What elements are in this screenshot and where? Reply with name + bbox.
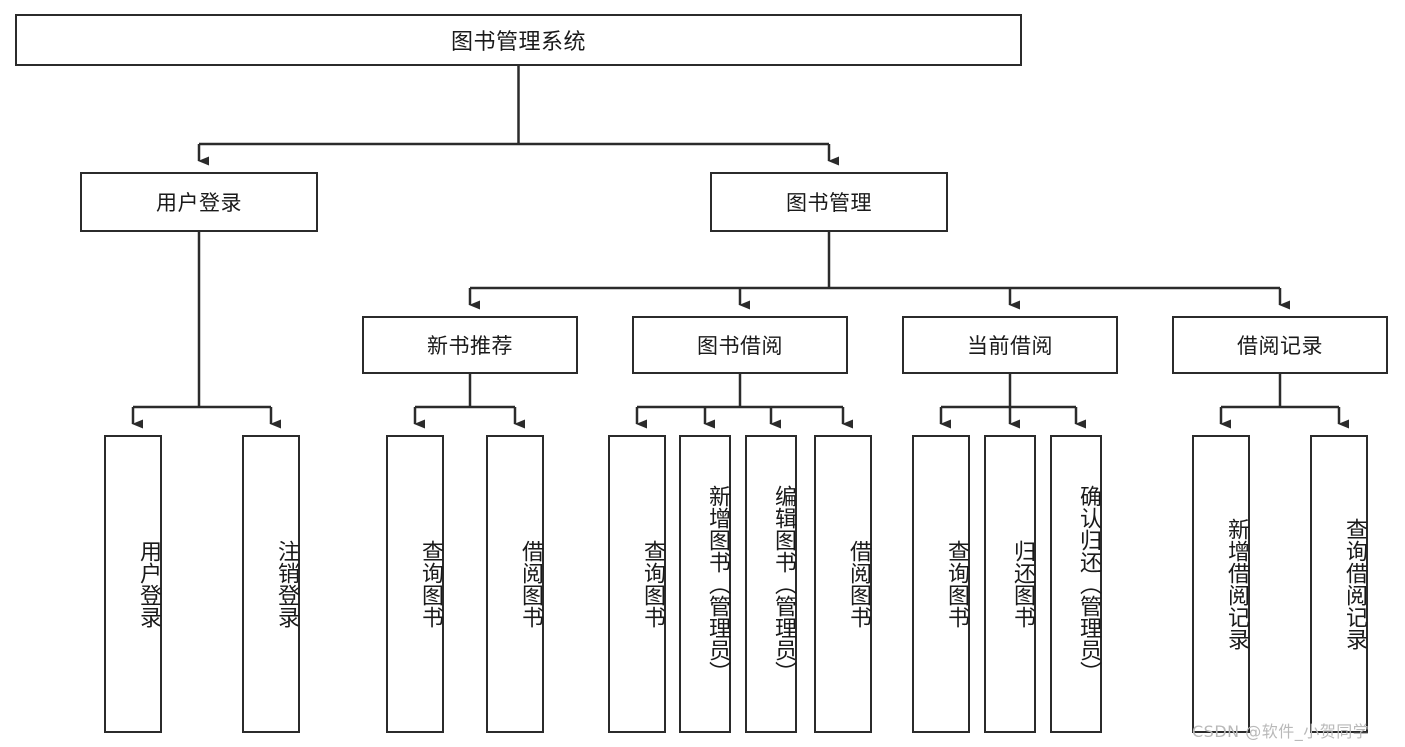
node-label: 借阅图书 [846,540,871,628]
node-label: 新书推荐 [427,334,513,358]
node-label: 确认归还（管理员） [1076,485,1101,683]
node-label: 注销登录 [274,540,299,628]
node-label: 查询图书 [944,540,969,628]
node-leaf-add-book[interactable]: 新增图书（管理员） [679,435,731,733]
node-label: 当前借阅 [967,334,1053,358]
node-new-book-rec[interactable]: 新书推荐 [362,316,578,374]
node-label: 借阅图书 [518,540,543,628]
node-label: 用户登录 [156,191,242,215]
node-leaf-query-book-cur[interactable]: 查询图书 [912,435,970,733]
node-label: 查询图书 [640,540,665,628]
node-leaf-borrow-book-rec[interactable]: 借阅图书 [486,435,544,733]
node-label: 新增图书（管理员） [705,485,730,683]
node-leaf-user-logout[interactable]: 注销登录 [242,435,300,733]
node-label: 图书管理系统 [450,30,586,55]
node-root[interactable]: 图书管理系统 [15,14,1022,66]
node-user-login[interactable]: 用户登录 [80,172,318,232]
node-leaf-add-record[interactable]: 新增借阅记录 [1192,435,1250,733]
node-label: 图书借阅 [697,334,783,358]
node-current-borrow[interactable]: 当前借阅 [902,316,1118,374]
node-label: 借阅记录 [1237,334,1323,358]
node-leaf-query-record[interactable]: 查询借阅记录 [1310,435,1368,733]
csdn-watermark: CSDN @软件_小贺同学 [1192,722,1370,741]
node-label: 归还图书 [1010,540,1035,628]
node-label: 图书管理 [786,191,872,215]
node-label: 新增借阅记录 [1224,518,1249,650]
node-leaf-edit-book[interactable]: 编辑图书（管理员） [745,435,797,733]
node-leaf-return-book[interactable]: 归还图书 [984,435,1036,733]
node-leaf-confirm-return[interactable]: 确认归还（管理员） [1050,435,1102,733]
node-label: 查询借阅记录 [1342,518,1367,650]
node-leaf-query-book-rec[interactable]: 查询图书 [386,435,444,733]
node-book-manage[interactable]: 图书管理 [710,172,948,232]
node-leaf-borrow-book[interactable]: 借阅图书 [814,435,872,733]
node-label: 编辑图书（管理员） [771,485,796,683]
node-leaf-user-login[interactable]: 用户登录 [104,435,162,733]
node-label: 查询图书 [418,540,443,628]
node-leaf-query-book-borrow[interactable]: 查询图书 [608,435,666,733]
node-label: 用户登录 [136,540,161,628]
node-borrow-record[interactable]: 借阅记录 [1172,316,1388,374]
node-book-borrow[interactable]: 图书借阅 [632,316,848,374]
